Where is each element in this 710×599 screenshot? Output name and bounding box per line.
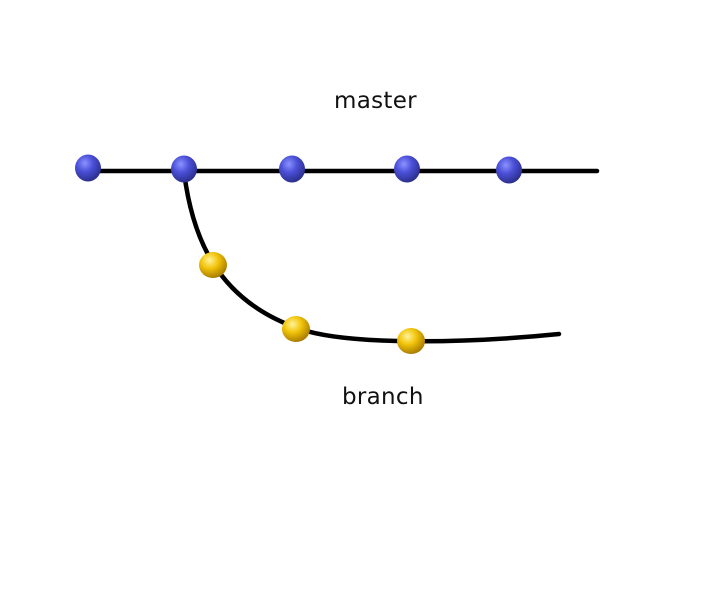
branch-commit-node [199,252,227,278]
branch-commits [199,252,425,354]
master-commit-node [394,155,420,183]
master-label: master [334,88,417,114]
master-commits [75,154,522,184]
master-commit-node [171,155,197,183]
branch-label: branch [342,384,424,410]
branch-line [181,169,562,344]
master-commit-node [75,154,101,182]
master-commit-node [496,156,522,184]
branch-commit-node [397,328,425,354]
master-commit-node [279,155,305,183]
branch-commit-node [282,316,310,342]
